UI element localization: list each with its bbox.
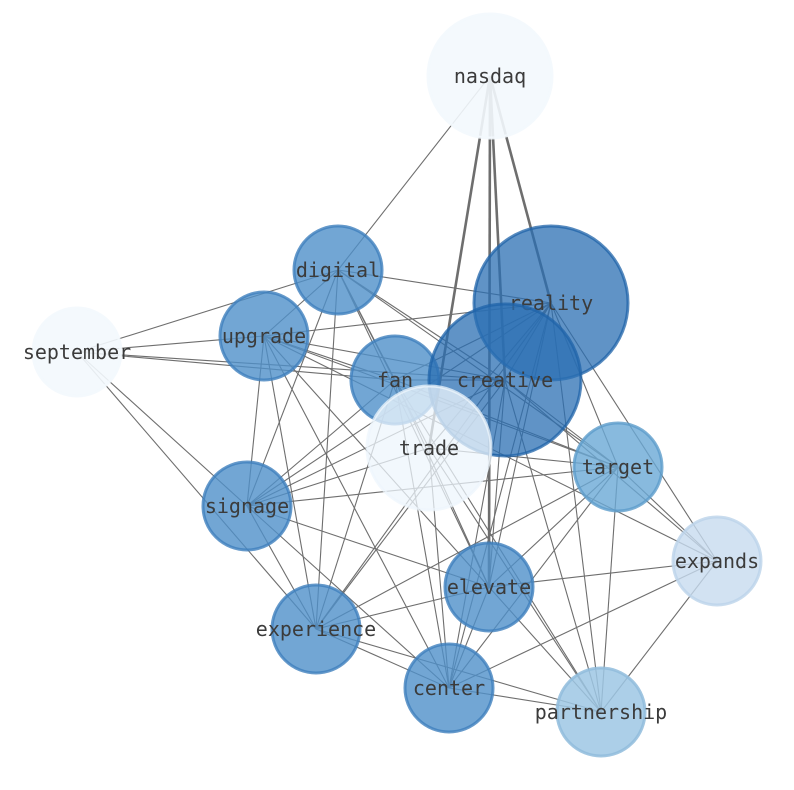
- node-label-upgrade: upgrade: [222, 324, 306, 348]
- node-label-expands: expands: [675, 549, 759, 573]
- node-circle-nasdaq[interactable]: [426, 12, 554, 140]
- node-circle-center[interactable]: [403, 642, 495, 734]
- node-label-center: center: [413, 676, 485, 700]
- node-label-nasdaq: nasdaq: [454, 64, 526, 88]
- node-label-target: target: [582, 455, 654, 479]
- node-target[interactable]: target: [572, 421, 664, 513]
- edge-expands-center: [448, 560, 718, 689]
- node-signage[interactable]: signage: [201, 460, 293, 552]
- node-circle-digital[interactable]: [292, 224, 384, 316]
- node-label-signage: signage: [205, 494, 289, 518]
- node-trade[interactable]: trade: [365, 384, 493, 512]
- node-circle-elevate[interactable]: [443, 541, 535, 633]
- node-expands[interactable]: expands: [671, 515, 763, 607]
- node-label-digital: digital: [296, 258, 380, 282]
- node-circle-september[interactable]: [31, 306, 123, 398]
- edge-target-center: [448, 466, 619, 689]
- edge-september-experience: [76, 351, 317, 630]
- node-circle-partnership[interactable]: [555, 666, 647, 758]
- node-circle-trade[interactable]: [365, 384, 493, 512]
- node-upgrade[interactable]: upgrade: [218, 290, 310, 382]
- node-label-trade: trade: [399, 436, 459, 460]
- node-circle-expands[interactable]: [671, 515, 763, 607]
- node-label-creative: creative: [457, 368, 553, 392]
- node-elevate[interactable]: elevate: [443, 541, 535, 633]
- edge-digital-september: [76, 269, 339, 353]
- node-label-partnership: partnership: [535, 700, 667, 724]
- node-circle-experience[interactable]: [270, 583, 362, 675]
- node-circle-upgrade[interactable]: [218, 290, 310, 382]
- node-label-fan: fan: [377, 368, 413, 392]
- node-center[interactable]: center: [403, 642, 495, 734]
- node-circle-target[interactable]: [572, 421, 664, 513]
- node-digital[interactable]: digital: [292, 224, 384, 316]
- node-september[interactable]: september: [23, 306, 131, 398]
- node-partnership[interactable]: partnership: [535, 666, 667, 758]
- node-label-elevate: elevate: [447, 575, 531, 599]
- node-label-september: september: [23, 340, 131, 364]
- node-experience[interactable]: experience: [256, 583, 376, 675]
- node-nasdaq[interactable]: nasdaq: [426, 12, 554, 140]
- node-label-experience: experience: [256, 617, 376, 641]
- edge-digital-experience: [315, 269, 339, 630]
- edge-upgrade-experience: [263, 335, 317, 630]
- edge-upgrade-center: [263, 335, 450, 689]
- node-circle-signage[interactable]: [201, 460, 293, 552]
